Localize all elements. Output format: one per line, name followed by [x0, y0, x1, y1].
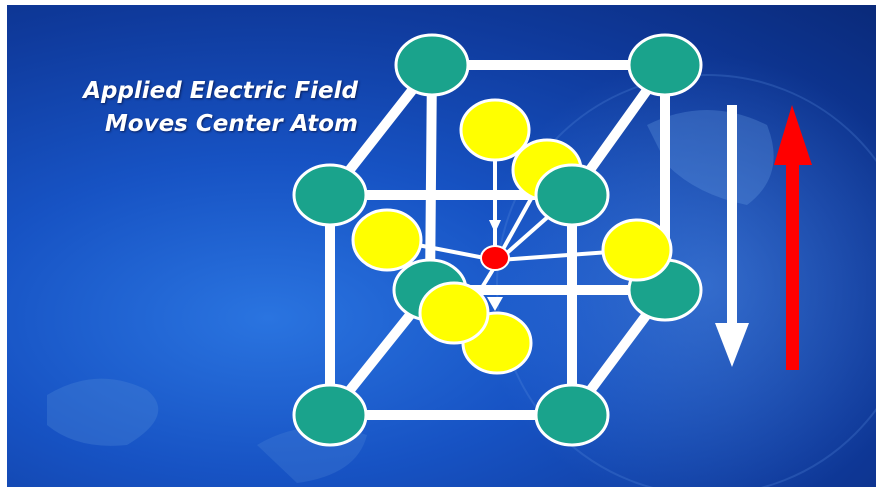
corner-atom — [534, 163, 610, 227]
up-arrow — [774, 105, 812, 370]
displacement-arrows — [487, 220, 503, 311]
center-atom — [480, 245, 510, 271]
corner-atom — [394, 33, 470, 97]
crystal-lattice — [292, 33, 812, 447]
corner-atom — [292, 383, 368, 447]
down-arrow — [715, 105, 749, 367]
face-atom — [351, 208, 423, 272]
diagram-title: Applied Electric Field Moves Center Atom — [13, 75, 358, 141]
face-atom — [418, 281, 490, 345]
corner-atom — [292, 163, 368, 227]
diagram-stage: Applied Electric Field Moves Center Atom — [7, 5, 876, 487]
title-line-2: Moves Center Atom — [104, 111, 358, 137]
corner-atom — [627, 33, 703, 97]
corner-atom — [534, 383, 610, 447]
face-atom — [459, 98, 531, 162]
face-atom — [601, 218, 673, 282]
title-line-1: Applied Electric Field — [83, 78, 358, 104]
